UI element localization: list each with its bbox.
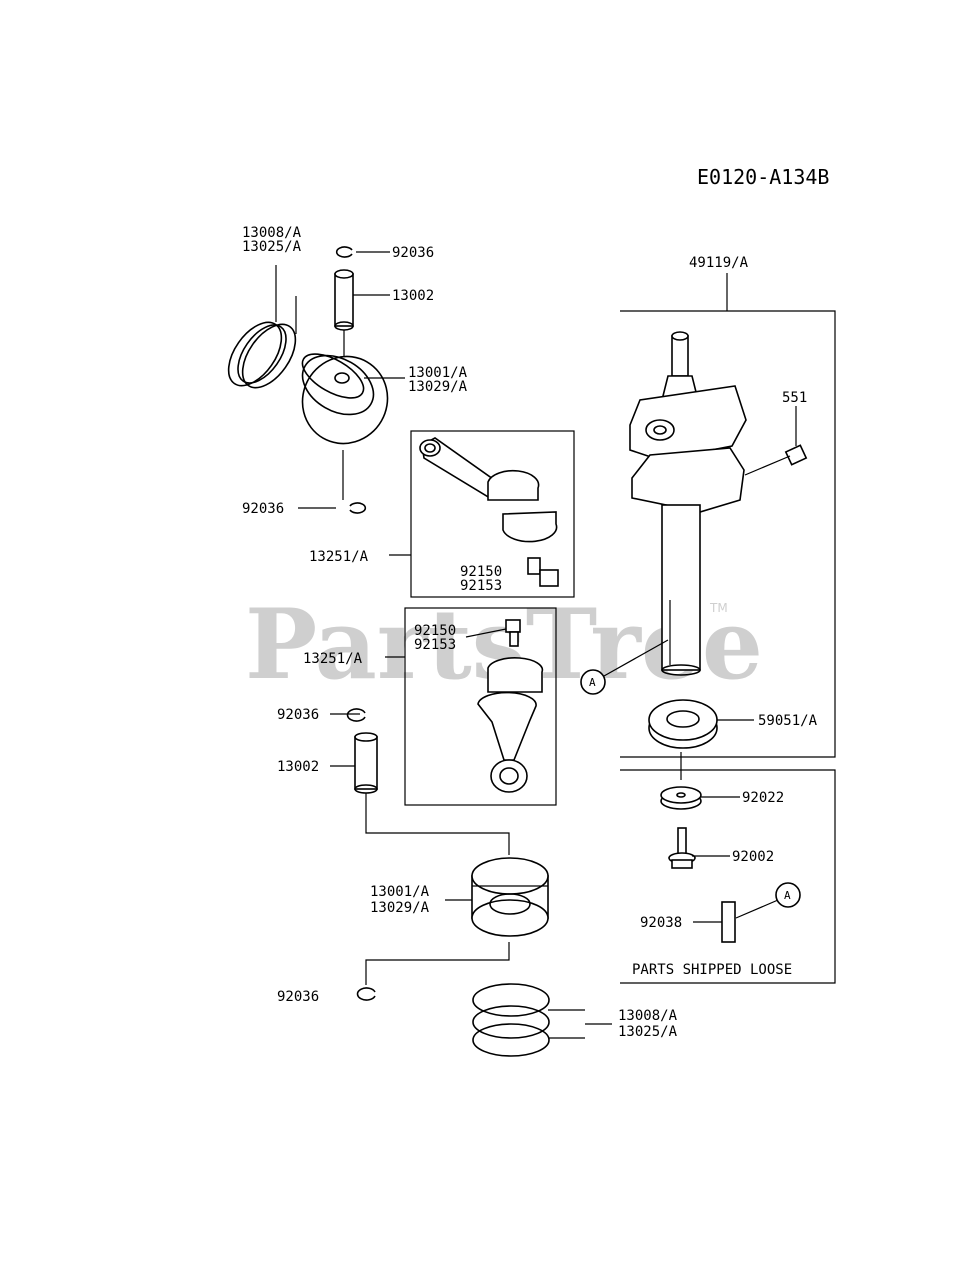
piston-ring-set-bottom[interactable] (472, 983, 550, 1057)
circlip-bottom-1[interactable] (346, 708, 366, 722)
svg-text:A: A (784, 889, 791, 902)
label-clip-top-2[interactable]: 92036 (242, 501, 284, 517)
label-piston-bot-b[interactable]: 13029/A (370, 900, 430, 916)
key-92038[interactable] (721, 901, 736, 943)
circlip-top-2[interactable] (349, 502, 367, 514)
piston-pin-bottom[interactable] (354, 732, 378, 794)
label-key[interactable]: 92038 (640, 915, 682, 931)
piston-ring-set-top[interactable] (218, 313, 306, 397)
label-washer[interactable]: 92022 (742, 790, 784, 806)
label-bolt-bot-a[interactable]: 92150 (414, 623, 456, 639)
label-pin-bot[interactable]: 13002 (277, 759, 319, 775)
conrod-box-bottom (404, 607, 557, 806)
label-piston-bot-a[interactable]: 13001/A (370, 884, 430, 900)
label-piston-top-a[interactable]: 13001/A (408, 365, 468, 381)
label-plug[interactable]: 551 (782, 390, 807, 406)
connecting-rod-top[interactable] (419, 437, 558, 543)
callout-a-key: A (775, 882, 801, 908)
conrod-box-top (410, 430, 575, 598)
label-piston-top-b[interactable]: 13029/A (408, 379, 468, 395)
label-bolt-top-b[interactable]: 92153 (460, 578, 502, 594)
washer-92022[interactable] (660, 786, 702, 810)
conrod-bolt-top[interactable] (527, 557, 559, 587)
svg-text:A: A (589, 676, 596, 689)
label-ring-top-a[interactable]: 13008/A (242, 225, 302, 241)
piston-pin-top[interactable] (334, 269, 354, 331)
circlip-bottom-2[interactable] (356, 987, 376, 1001)
loose-parts-note: PARTS SHIPPED LOOSE (632, 962, 792, 978)
callout-a-crank: A (580, 669, 606, 695)
connecting-rod-bottom[interactable] (477, 657, 544, 793)
loose-parts-box (620, 769, 836, 984)
conrod-bolt-bottom[interactable] (505, 619, 521, 647)
piston-bottom[interactable] (471, 857, 549, 937)
label-bolt-top-a[interactable]: 92150 (460, 564, 502, 580)
label-clip-bot-1[interactable]: 92036 (277, 707, 319, 723)
label-pin-top[interactable]: 13002 (392, 288, 434, 304)
label-bolt-bot-b[interactable]: 92153 (414, 637, 456, 653)
label-rod-bot[interactable]: 13251/A (303, 651, 363, 667)
label-ring-bot-a[interactable]: 13008/A (618, 1008, 678, 1024)
label-ring-top-b[interactable]: 13025/A (242, 239, 302, 255)
label-bolt-crank[interactable]: 92002 (732, 849, 774, 865)
watermark-trademark: TM (709, 601, 728, 615)
label-clip-top-1[interactable]: 92036 (392, 245, 434, 261)
piston-top[interactable] (287, 341, 404, 459)
bolt-92002[interactable] (668, 827, 696, 869)
diagram-code: E0120-A134B (697, 165, 829, 189)
crankshaft[interactable] (629, 331, 747, 676)
label-gear[interactable]: 59051/A (758, 713, 818, 729)
circlip-top-1[interactable] (335, 246, 353, 258)
label-clip-bot-2[interactable]: 92036 (277, 989, 319, 1005)
label-crankshaft[interactable]: 49119/A (689, 255, 749, 271)
crank-gear[interactable] (648, 699, 718, 749)
label-ring-bot-b[interactable]: 13025/A (618, 1024, 678, 1040)
plug-551[interactable] (784, 444, 808, 466)
label-rod-top[interactable]: 13251/A (309, 549, 369, 565)
